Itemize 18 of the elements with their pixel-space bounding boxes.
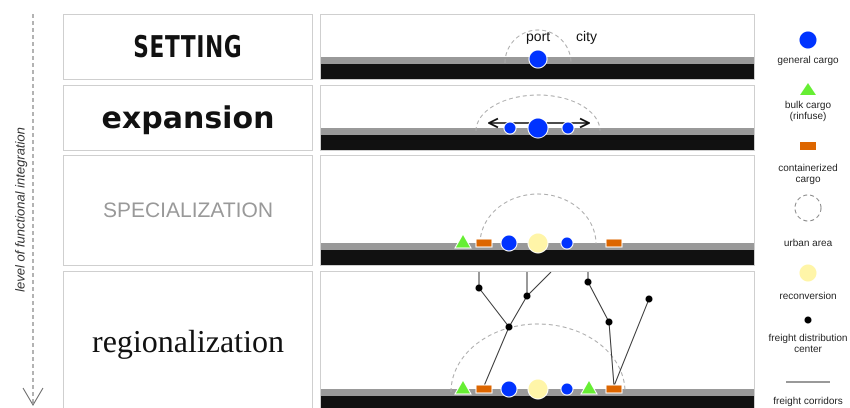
stage-box (63, 155, 313, 266)
legend-text: freight distribution center (768, 333, 848, 355)
stage-title: SETTING (133, 30, 243, 64)
stage-box (63, 271, 313, 408)
legend-text: urban area (782, 238, 834, 249)
stage-box (63, 85, 313, 151)
stage-title: SPECIALIZATION (103, 198, 273, 222)
city-label: city (576, 28, 597, 44)
stage-title: expansion (102, 100, 274, 136)
legend-text: general cargo (776, 55, 840, 66)
legend-text: reconversion (778, 291, 838, 302)
stage-title: regionalization (92, 322, 284, 360)
stage-box (63, 14, 313, 80)
axis-label: level of functional integration (12, 126, 28, 294)
legend-text: bulk cargo (rinfuse) (784, 100, 832, 122)
port-label: port (526, 28, 550, 44)
legend-text: freight corridors (772, 396, 844, 407)
legend-text: containerized cargo (777, 163, 839, 185)
